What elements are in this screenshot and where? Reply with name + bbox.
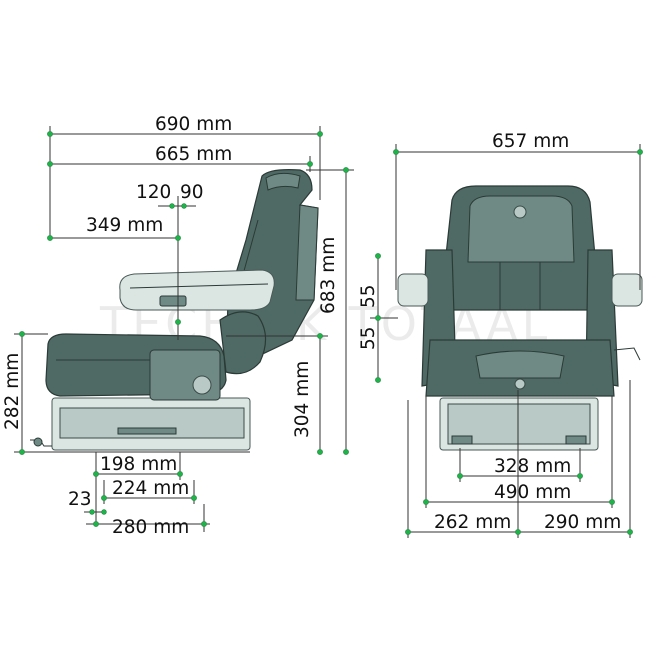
front-backrest-seams [499,262,541,310]
front-headrest-panel [467,195,575,263]
dot [47,131,53,137]
label-55-lower: 55 [358,326,379,350]
label-282: 282 mm [2,353,23,430]
dot [515,529,521,535]
side-view-dimensions: 690 mm 665 mm 120 90 349 mm 683 mm 304 m… [2,114,354,538]
label-304: 304 mm [292,361,313,438]
dot [317,131,323,137]
dot [393,149,399,155]
front-right-armrest [611,273,643,307]
label-490: 490 mm [494,482,571,503]
dot [637,149,643,155]
dot [343,167,349,173]
label-120: 120 [136,182,171,203]
label-683: 683 mm [318,237,339,314]
dot [405,529,411,535]
front-cushion-panel [475,350,565,379]
label-224: 224 mm [112,478,189,499]
dot [175,319,181,325]
dot [89,509,95,515]
dot [201,521,207,527]
dot [375,377,381,383]
side-view-seat [30,169,319,451]
label-23: 23 [68,489,92,510]
dot [423,499,429,505]
front-backrest-knob [513,205,527,219]
headrest [265,172,301,191]
dot [19,331,25,337]
dot [175,235,181,241]
mechanism-knob [192,375,212,395]
dot [101,509,107,515]
armrest-seam [129,283,269,289]
dot [627,529,633,535]
dot [181,203,187,209]
suspension-slot [117,427,177,435]
dot [317,449,323,455]
backrest-rear-panel [295,204,319,301]
label-349: 349 mm [86,215,163,236]
lever-knob [33,437,43,447]
label-198: 198 mm [100,454,177,475]
label-90: 90 [180,182,204,203]
front-side-lever [613,347,641,361]
front-cushion-knob [514,378,526,390]
dot [307,161,313,167]
front-left-armrest [397,273,429,307]
label-280: 280 mm [112,517,189,538]
dot [47,161,53,167]
label-328: 328 mm [494,456,571,477]
dot [93,521,99,527]
dot [47,235,53,241]
front-base-foot-left [451,435,473,445]
label-55-upper-text: 55 [358,284,379,308]
lumbar-support [219,311,267,375]
dot [177,471,183,477]
dot [375,315,381,321]
dot [169,203,175,209]
dot [19,449,25,455]
dot [101,495,107,501]
front-view-dimensions: 657 mm 55 55 328 mm 490 mm 262 mm 290 [358,131,643,538]
label-690: 690 mm [155,114,232,135]
dot [457,473,463,479]
dot [375,253,381,259]
label-665: 665 mm [155,144,232,165]
front-base-foot-right [565,435,587,445]
label-657: 657 mm [492,131,569,152]
seat-mechanism [149,349,221,401]
label-262: 262 mm [434,512,511,533]
dot [343,449,349,455]
front-view-seat [397,185,643,451]
dot [609,499,615,505]
label-290: 290 mm [544,512,621,533]
dot [577,473,583,479]
dot [317,333,323,339]
dot [191,495,197,501]
armrest-button [159,295,187,307]
armrest [119,269,275,311]
dot [93,471,99,477]
